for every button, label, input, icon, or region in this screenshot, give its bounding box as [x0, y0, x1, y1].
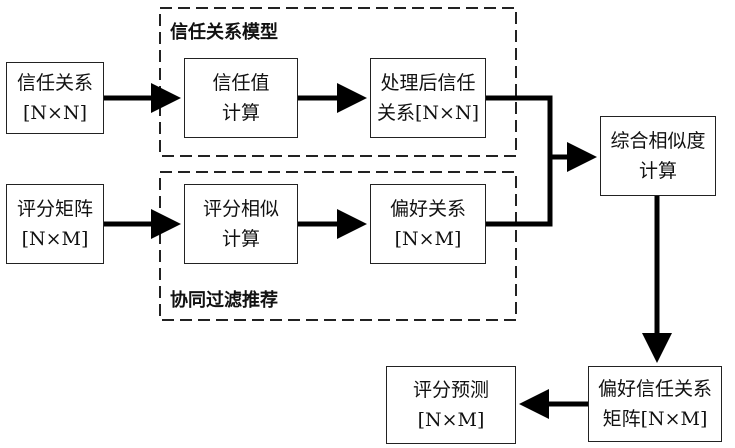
- trust-matrix-line1: 信任关系: [17, 68, 93, 98]
- trust-calc-box: 信任值 计算: [184, 58, 298, 138]
- trust-matrix-box: 信任关系 [N×N]: [6, 62, 104, 134]
- rating-prediction-box: 评分预测 [N×M]: [386, 366, 516, 444]
- pref-trust-matrix-line2: 矩阵[N×M]: [603, 404, 708, 434]
- preference-box: 偏好关系 [N×M]: [370, 184, 486, 264]
- processed-trust-box: 处理后信任 关系[N×N]: [370, 58, 486, 138]
- trust-model-group-title: 信任关系模型: [170, 18, 278, 44]
- combined-sim-line1: 综合相似度: [610, 126, 705, 156]
- combined-sim-box: 综合相似度 计算: [600, 116, 716, 196]
- rating-sim-line1: 评分相似: [203, 194, 279, 224]
- processed-trust-line1: 处理后信任: [380, 68, 475, 98]
- rating-sim-line2: 计算: [222, 224, 260, 254]
- processed-trust-line2: 关系[N×N]: [377, 98, 479, 128]
- rating-matrix-box: 评分矩阵 [N×M]: [6, 184, 104, 264]
- pref-trust-matrix-box: 偏好信任关系 矩阵[N×M]: [588, 366, 722, 442]
- rating-matrix-line2: [N×M]: [22, 224, 89, 254]
- rating-prediction-line2: [N×M]: [418, 405, 485, 435]
- combined-sim-line2: 计算: [639, 156, 677, 186]
- pref-trust-matrix-line1: 偏好信任关系: [598, 374, 712, 404]
- rating-prediction-line1: 评分预测: [413, 375, 489, 405]
- cf-group-title: 协同过滤推荐: [170, 286, 278, 312]
- connector-preference-to-merge: [486, 157, 550, 224]
- rating-matrix-line1: 评分矩阵: [17, 194, 93, 224]
- rating-sim-box: 评分相似 计算: [184, 184, 298, 264]
- preference-line2: [N×M]: [395, 224, 462, 254]
- trust-calc-line2: 计算: [222, 98, 260, 128]
- preference-line1: 偏好关系: [390, 194, 466, 224]
- connector-processed-to-merge: [486, 98, 550, 157]
- trust-calc-line1: 信任值: [212, 68, 269, 98]
- trust-matrix-line2: [N×N]: [23, 98, 87, 128]
